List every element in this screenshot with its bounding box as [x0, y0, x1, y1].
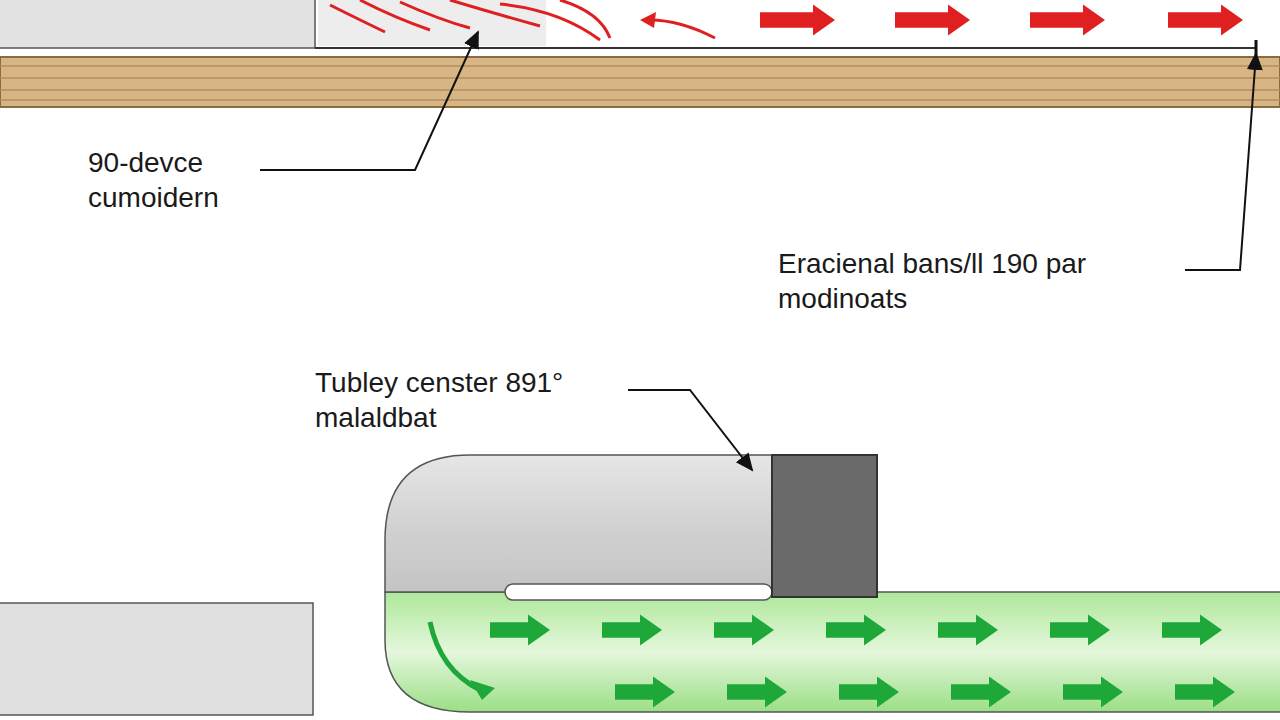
red-flow-arrows — [760, 5, 1243, 36]
pipe-end — [1255, 40, 1258, 56]
top-pipe-line — [315, 47, 1256, 49]
leader-line — [260, 32, 478, 170]
flow-arrow — [1050, 615, 1110, 646]
flow-arrow — [490, 615, 550, 646]
flow-arrow — [826, 615, 886, 646]
leader-line — [628, 390, 752, 470]
callout-label: Tubley censter 891° malaldbat — [315, 365, 615, 435]
flow-arrow — [1030, 5, 1105, 36]
flow-arrow — [1168, 5, 1243, 36]
flow-arrow — [938, 615, 998, 646]
flow-arrow — [615, 677, 675, 708]
wood-grain — [0, 66, 1280, 100]
green-turn-head — [470, 680, 495, 700]
flow-arrow — [1063, 677, 1123, 708]
flow-arrow — [1162, 615, 1222, 646]
flow-arrow — [895, 5, 970, 36]
leader-line — [1185, 54, 1256, 270]
callout-label: Eracienal bans/ll 190 par modinoats — [778, 246, 1178, 316]
flow-arrow — [727, 677, 787, 708]
flow-arrow — [714, 615, 774, 646]
grey-elbow — [385, 455, 772, 592]
flow-arrow — [839, 677, 899, 708]
flow-arrow — [760, 5, 835, 36]
coupler-block — [772, 455, 877, 597]
green-pipe — [385, 592, 1280, 712]
green-flow-arrows — [490, 615, 1235, 708]
flow-arrow — [602, 615, 662, 646]
wood-plank — [0, 57, 1280, 107]
callout-label: 90-devce cumoidern — [88, 145, 258, 215]
red-swirl — [330, 0, 715, 40]
base-block — [0, 603, 313, 715]
red-arrowhead — [640, 12, 656, 28]
elbow-slot — [505, 584, 772, 600]
top-housing — [0, 0, 315, 48]
flow-arrow — [1175, 677, 1235, 708]
flow-arrow — [951, 677, 1011, 708]
green-turn-arrow — [430, 622, 480, 690]
